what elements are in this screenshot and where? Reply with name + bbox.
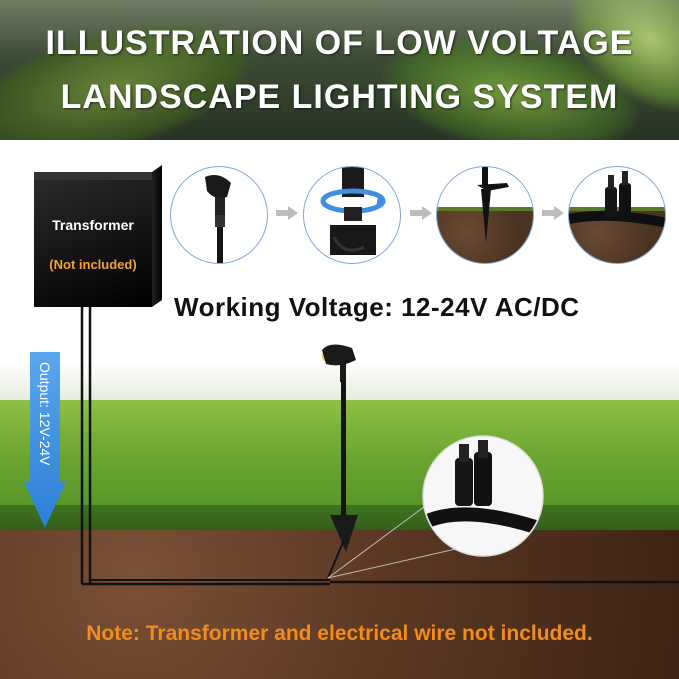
output-voltage-label: Output: 12V-24V: [37, 362, 53, 466]
title-banner: ILLUSTRATION OF LOW VOLTAGE LANDSCAPE LI…: [0, 0, 679, 140]
stake-in-ground-icon: [477, 167, 509, 243]
output-arrow-icon: [24, 352, 66, 528]
step-arrow-icon: [410, 206, 432, 220]
connector-zoom-circle: [422, 435, 544, 557]
step-1-light-head: [170, 166, 268, 264]
step-4-cable-connector: [568, 166, 666, 264]
step-arrow-icon: [276, 206, 298, 220]
working-voltage-label: Working Voltage: 12-24V AC/DC: [174, 292, 580, 322]
light-head-icon: [205, 175, 231, 263]
transformer-box: Transformer (Not included): [34, 164, 162, 307]
electrical-wire: [80, 306, 679, 586]
transformer-label: Transformer: [52, 217, 134, 233]
step-3-stake-in-ground: [436, 166, 534, 264]
cable-connector-icon: [569, 171, 665, 228]
transformer-not-included-label: (Not included): [49, 257, 137, 272]
footer-note: Note: Transformer and electrical wire no…: [86, 622, 593, 645]
step-arrow-icon: [542, 206, 564, 220]
soil-cross-section: [0, 530, 679, 679]
spotlight-fixture: [322, 344, 358, 579]
step-2-rotate-connect: [303, 166, 401, 264]
title-line-2: LANDSCAPE LIGHTING SYSTEM: [60, 78, 619, 116]
rotate-connect-icon: [320, 167, 386, 255]
title-line-1: ILLUSTRATION OF LOW VOLTAGE: [45, 24, 634, 62]
